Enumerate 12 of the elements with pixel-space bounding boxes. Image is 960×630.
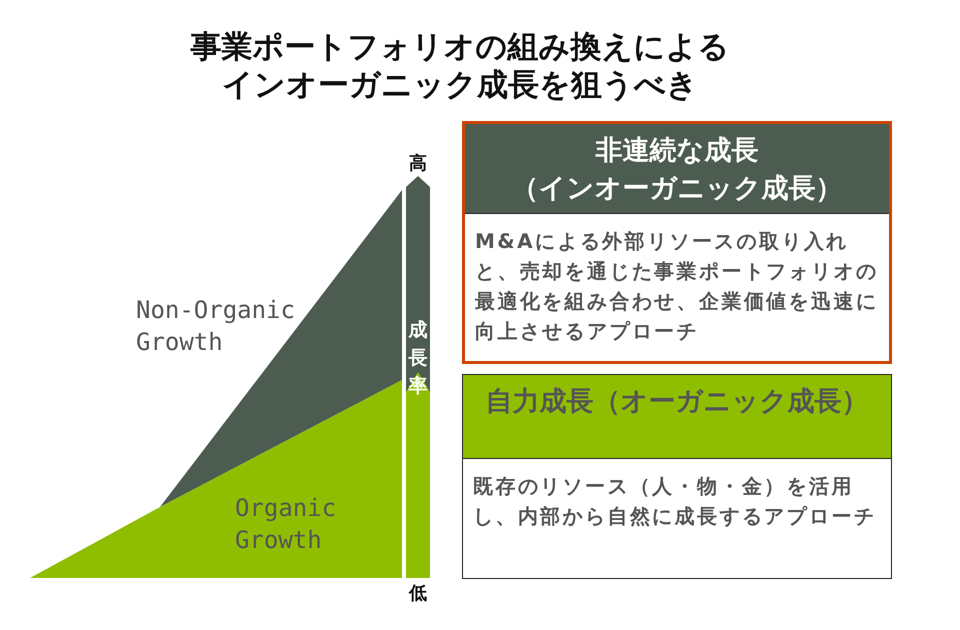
axis-title: 成長率	[407, 318, 428, 399]
box-body-text: M&Aによる外部リソースの取り入れと、売却を通じた事業ポートフォリオの最適化を組み合わせ、企業価値を迅速に向上させるアプローチ	[474, 228, 880, 345]
text-box	[462, 374, 892, 579]
axis-end-label: 高	[408, 152, 428, 176]
axis-end-label: 低	[408, 582, 428, 606]
title: 事業ポートフォリオの組み換えによるインオーガニック成長を狙うべき	[190, 28, 730, 104]
box-heading: 非連続な成長（インオーガニック成長）	[465, 124, 889, 214]
box-body-text: 既存のリソース（人・物・金）を活用し、内部から自然に成長するアプローチ	[472, 473, 878, 530]
box-heading: 自力成長（オーガニック成長）	[463, 375, 891, 459]
area-label: Organic Growth	[235, 493, 338, 556]
area-label: Non-Organic Growth	[136, 295, 296, 358]
text-box	[462, 121, 892, 364]
